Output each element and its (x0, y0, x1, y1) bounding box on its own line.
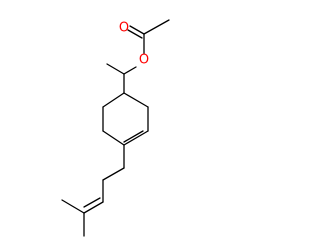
bond-carbonyl-double-b (127, 29, 143, 39)
structure-canvas: O O (61, 19, 170, 237)
bond-ring-3 (123, 130, 149, 146)
atom-o-carbonyl: O (119, 21, 129, 36)
bond-ring-6 (102, 92, 125, 108)
bond-chain-double-b (83, 197, 101, 208)
bond-ring-double-inner (123, 130, 144, 143)
bond-ester-ch (123, 66, 137, 75)
atom-o-ester: O (139, 53, 149, 68)
bond-group (61, 19, 170, 237)
bond-ring-4 (102, 130, 125, 146)
bond-chain-2 (102, 167, 125, 181)
molecule-structure: O O (61, 19, 170, 237)
bond-ch-methyl (106, 63, 125, 75)
bond-carbonyl-double-a (129, 25, 145, 35)
bond-chain-double-a (83, 201, 104, 214)
bond-methyl-carbonyl (143, 19, 170, 35)
bond-chain-methyl-b (61, 199, 85, 214)
bond-ring-1 (123, 92, 149, 108)
atom-labels: O O (119, 21, 149, 68)
